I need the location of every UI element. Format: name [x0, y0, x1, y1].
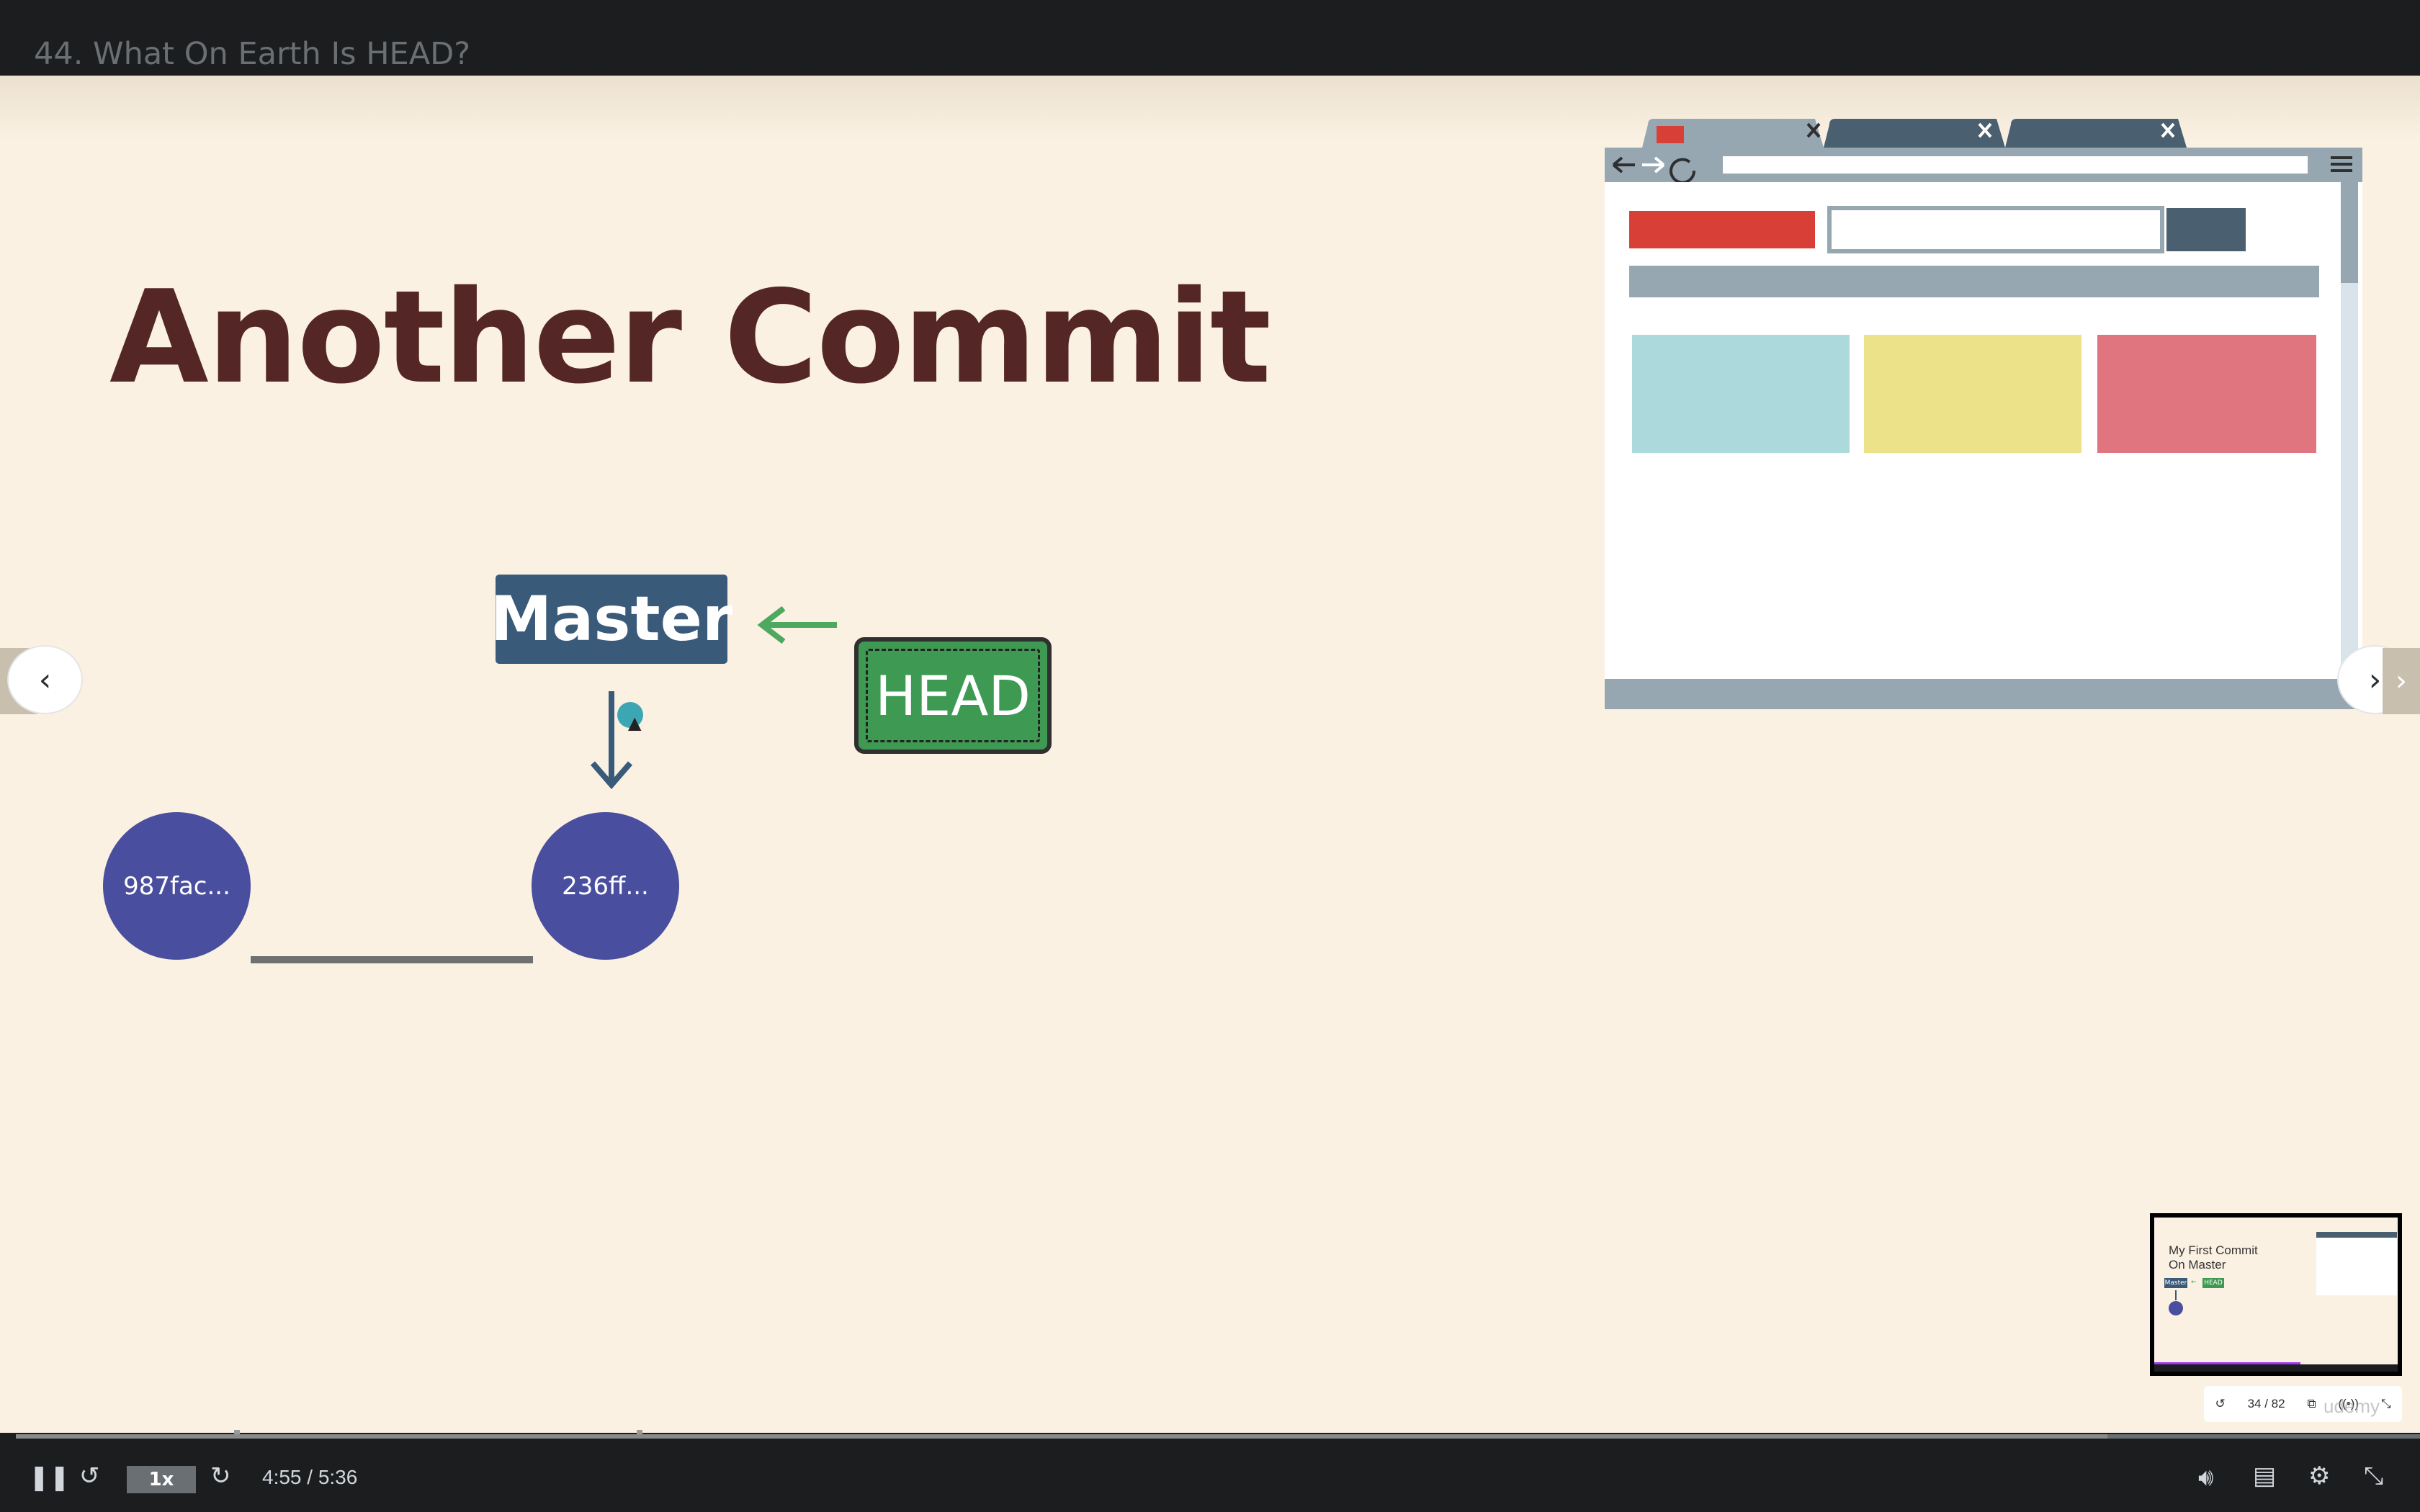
captions-button[interactable]: ▤ [2253, 1462, 2276, 1490]
diagram-arrows [590, 606, 837, 790]
head-pointer-box: HEAD [854, 637, 1052, 754]
exit-fullscreen-icon: ⤡ [2364, 1462, 2384, 1490]
rewind-icon: ↺ [79, 1462, 100, 1490]
commit-edge [251, 956, 533, 963]
chapter-marker [637, 1430, 642, 1434]
settings-button[interactable]: ⚙ [2308, 1462, 2330, 1490]
browser-illustration [1605, 119, 2362, 767]
chevron-left-icon: ‹ [38, 661, 52, 698]
master-to-commit-arrow [590, 691, 633, 790]
pause-icon: ❚❚ [29, 1463, 70, 1492]
preview-title-line: My First Commit [2169, 1243, 2258, 1257]
forward-icon: ↻ [210, 1462, 231, 1490]
commit-hash: 236ff... [562, 871, 649, 901]
slide-title: Another Commit [109, 263, 1271, 412]
captions-icon: ▤ [2253, 1462, 2277, 1490]
head-dashed-border [866, 649, 1040, 742]
preview-arrow-stem [2175, 1290, 2177, 1300]
head-label: HEAD [875, 663, 1031, 728]
progress-buffered [16, 1434, 2108, 1439]
preview-head-label: HEAD [2202, 1278, 2224, 1288]
rewind-button[interactable]: ↺ [79, 1462, 100, 1490]
previous-lecture-button[interactable]: ‹ [7, 645, 83, 714]
udemy-watermark: udemy [2323, 1395, 2380, 1417]
chevron-right-icon: › [2368, 661, 2382, 698]
seek-preview-thumbnail: My First Commit On Master Master ← HEAD [2150, 1213, 2402, 1376]
commit-hash: 987fac... [123, 871, 230, 901]
exit-fullscreen-button[interactable]: ⤡ [2364, 1462, 2383, 1490]
player-control-bar [0, 1439, 2420, 1512]
lecture-title: 44. What On Earth Is HEAD? [34, 36, 471, 72]
top-bar: 44. What On Earth Is HEAD? [0, 0, 2420, 76]
commit-node: 987fac... [103, 812, 251, 960]
next-slide-tab[interactable]: › [2383, 648, 2420, 714]
preview-arrow-icon: ← [2191, 1279, 2197, 1286]
commit-node: 236ff... [532, 812, 679, 960]
mouse-cursor-highlight [617, 702, 643, 728]
master-label-text: Master [490, 583, 733, 655]
preview-controls: ↺ 34 / 82 ⧉ ((•)) ⤡ [2204, 1386, 2402, 1422]
slide-counter: 34 / 82 [2247, 1397, 2285, 1410]
broadcast-icon: ((•)) [2338, 1397, 2360, 1410]
master-branch-label: Master [490, 575, 732, 664]
head-to-master-arrow [757, 606, 837, 644]
shrink-icon: ⤡ [2380, 1397, 2391, 1410]
preview-progress [2154, 1362, 2300, 1364]
preview-browser-illustration [2316, 1232, 2397, 1295]
chapter-marker [234, 1430, 240, 1434]
preview-control-strip [2154, 1364, 2398, 1372]
picture-in-picture-icon: ⧉ [2307, 1397, 2316, 1410]
mouse-pointer-icon: ▲ [628, 713, 642, 733]
volume-icon: 🔊︎ [2198, 1463, 2214, 1492]
forward-button[interactable]: ↻ [210, 1462, 231, 1490]
slide-stage: Another Commit Master ▲ HEAD 987fac... 2… [0, 76, 2420, 1433]
preview-title: My First Commit On Master [2169, 1243, 2258, 1272]
settings-icon: ⚙ [2308, 1462, 2331, 1490]
rewind-icon: ↺ [2215, 1397, 2226, 1410]
volume-button[interactable]: 🔊︎ [2198, 1463, 2213, 1492]
playback-rate-button[interactable]: 1x [127, 1466, 196, 1493]
pause-button[interactable]: ❚❚ [29, 1463, 70, 1492]
time-display: 4:55 / 5:36 [262, 1466, 358, 1488]
preview-master-label: Master [2164, 1278, 2187, 1288]
preview-title-line: On Master [2169, 1258, 2226, 1272]
preview-commit-node [2169, 1301, 2183, 1315]
